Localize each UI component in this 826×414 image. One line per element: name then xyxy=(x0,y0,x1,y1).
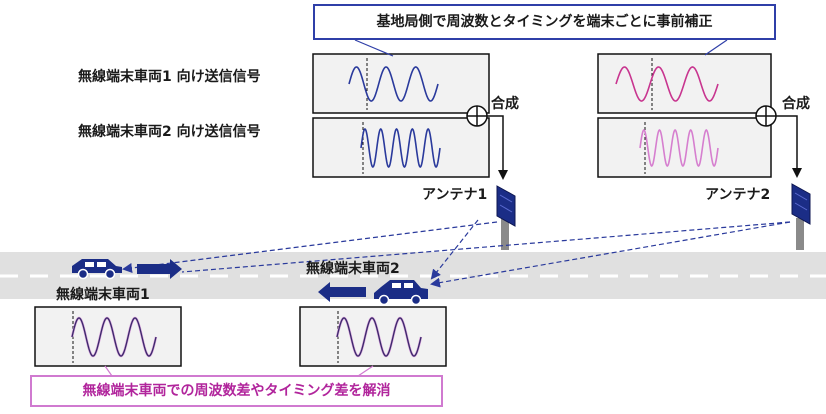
feed-arrow xyxy=(487,115,508,180)
callout-connector xyxy=(354,39,394,57)
combiner-label: 合成 xyxy=(491,95,519,112)
signal-panel xyxy=(312,53,490,114)
arrow-right-icon xyxy=(137,259,182,279)
callout-top: 基地局側で周波数とタイミングを端末ごとに事前補正 xyxy=(313,4,776,40)
link-ant2-veh1 xyxy=(181,221,791,273)
arrow-left-icon xyxy=(318,282,366,302)
received-wave xyxy=(71,317,157,357)
combiner-icon xyxy=(466,105,488,127)
callout-connector xyxy=(704,39,728,56)
radio-links xyxy=(122,219,791,288)
link-ant1-veh2 xyxy=(430,219,479,280)
wave-vehicle2 xyxy=(360,127,441,169)
link-ant2-veh2 xyxy=(430,221,791,288)
wave-vehicle2 xyxy=(639,129,719,167)
vehicle2-signal-label: 無線端末車両2 向け送信信号 xyxy=(78,123,261,140)
received-panel xyxy=(299,306,447,367)
received-signal-panels xyxy=(34,306,447,367)
right-signal-panels xyxy=(597,53,772,178)
left-signal-panels xyxy=(312,53,490,178)
antenna-label: アンテナ1 xyxy=(422,187,487,203)
wave-vehicle1 xyxy=(615,66,719,102)
callout-connector xyxy=(357,365,374,377)
feed-arrow xyxy=(776,115,802,178)
combiner-label: 合成 xyxy=(782,95,810,112)
vehicle1-signal-label: 無線端末車両1 向け送信信号 xyxy=(78,68,261,85)
antenna-label: アンテナ2 xyxy=(705,187,770,203)
callout-connector xyxy=(104,365,113,377)
vehicle-label: 無線端末車両1 xyxy=(56,286,150,303)
antenna-panel-icon xyxy=(791,183,811,250)
vehicle-label: 無線端末車両2 xyxy=(306,260,400,277)
callout-bottom: 無線端末車両での周波数差やタイミング差を解消 xyxy=(30,375,443,407)
combiner-icon xyxy=(755,105,777,127)
signal-panel xyxy=(597,117,772,178)
link-ant1-veh1 xyxy=(122,221,498,273)
antenna-panel-icon xyxy=(496,185,516,250)
car-icon xyxy=(72,259,122,280)
received-wave xyxy=(336,317,422,357)
car-icon xyxy=(374,280,428,306)
wave-vehicle1 xyxy=(348,66,439,102)
received-panel xyxy=(34,306,182,367)
